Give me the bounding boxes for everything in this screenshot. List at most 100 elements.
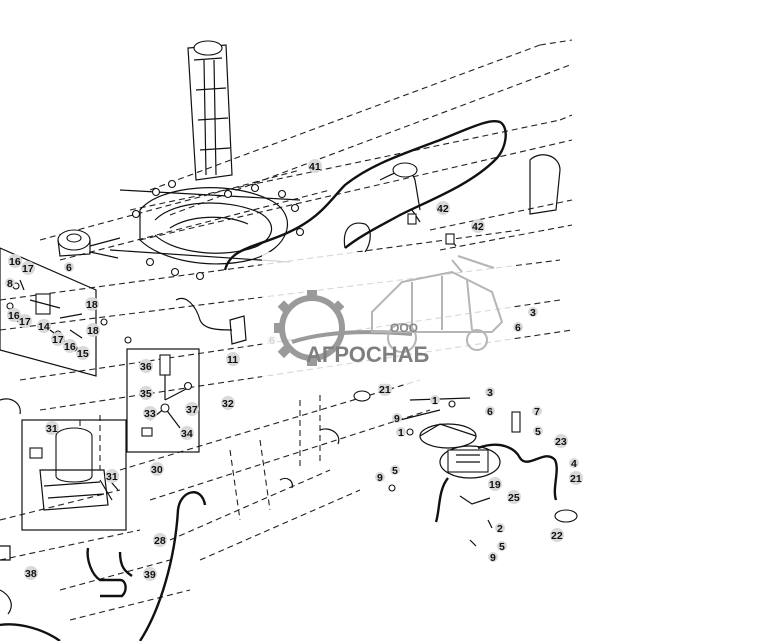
callout-c14: 14 [38, 321, 50, 333]
callout-bubble [18, 314, 32, 328]
callout-c16c: 16 [64, 341, 76, 353]
callout-c21a: 21 [379, 384, 391, 396]
callout-c7: 7 [534, 406, 540, 418]
callout-c37: 37 [186, 404, 198, 416]
callout-c35: 35 [140, 388, 152, 400]
callout-c41: 41 [309, 161, 321, 173]
callout-c16a: 16 [9, 256, 21, 268]
callout-c9b: 9 [377, 472, 383, 484]
callout-c32: 32 [222, 398, 234, 410]
callout-c25: 25 [508, 492, 520, 504]
callout-c19: 19 [489, 479, 501, 491]
watermark: ООО АГРОСНАБ u [262, 252, 512, 384]
callout-c3a: 3 [530, 307, 536, 319]
harness-41 [223, 119, 507, 271]
callout-bubble [532, 406, 542, 416]
callout-bubble [533, 426, 543, 436]
callout-bubble [105, 469, 119, 483]
callout-c39: 39 [144, 569, 156, 581]
callout-c5c: 5 [499, 541, 505, 553]
callout-c5b: 5 [392, 465, 398, 477]
lower-left-parts [0, 398, 207, 641]
detail-box-pump [21, 419, 127, 531]
callout-c17a: 17 [22, 263, 34, 275]
callout-c36: 36 [140, 361, 152, 373]
callout-c18a: 18 [86, 299, 98, 311]
callout-c33: 33 [144, 408, 156, 420]
callout-bubble [495, 523, 505, 533]
combine-harvester-icon [371, 255, 504, 353]
callout-c9a: 9 [394, 413, 400, 425]
bolts [100, 179, 305, 344]
callout-bubble [143, 567, 157, 581]
callout-c31a: 31 [46, 423, 58, 435]
callout-bubble [396, 427, 406, 437]
callout-bubble [139, 359, 153, 373]
callout-c34: 34 [181, 428, 193, 440]
callout-bubble [390, 465, 400, 475]
callout-c38: 38 [25, 568, 37, 580]
callout-bubble [139, 386, 153, 400]
support-column [187, 40, 233, 181]
callout-bubble [392, 413, 402, 423]
callout-c17c: 17 [52, 334, 64, 346]
callout-bubble [21, 261, 35, 275]
callout-bubble [226, 352, 240, 366]
callout-c6a: 6 [66, 262, 72, 274]
callout-bubble [513, 322, 523, 332]
callout-bubble [430, 395, 440, 405]
watermark-logo: ООО АГРОСНАБ u [274, 255, 504, 367]
callout-bubble [153, 533, 167, 547]
right-assembly [353, 390, 578, 547]
callout-bubble [143, 406, 157, 420]
callout-bubble [24, 566, 38, 580]
callout-bubble [7, 308, 21, 322]
callout-bubble [488, 552, 498, 562]
callout-c23: 23 [555, 436, 567, 448]
callout-bubble [569, 471, 583, 485]
callout-c22: 22 [551, 530, 563, 542]
callout-bubble [180, 426, 194, 440]
callout-bubble [63, 339, 77, 353]
callout-bubble [497, 541, 507, 551]
callout-bubble [528, 307, 538, 317]
detail-box-sensors [126, 348, 200, 453]
callout-bubble [378, 382, 392, 396]
callout-c8: 8 [7, 278, 13, 290]
callout-c5a: 5 [535, 426, 541, 438]
callout-bubble [488, 477, 502, 491]
callout-bubble [45, 421, 59, 435]
callout-bubble [221, 396, 235, 410]
callout-c17b: 17 [19, 316, 31, 328]
watermark-company-name: АГРОСНАБ [306, 342, 430, 367]
callout-bubble [150, 462, 164, 476]
callout-bubble [554, 434, 568, 448]
callout-bubble [485, 406, 495, 416]
callout-c42b: 42 [472, 221, 484, 233]
callout-bubble [569, 458, 579, 468]
callout-bubble [86, 323, 100, 337]
callout-bubble [550, 528, 564, 542]
callout-bubble [8, 254, 22, 268]
callout-bubble [507, 490, 521, 504]
callout-c9c: 9 [490, 552, 496, 564]
brackets [175, 154, 561, 489]
callout-bubble [37, 319, 51, 333]
callout-c2: 2 [497, 523, 503, 535]
callout-c15: 15 [77, 348, 89, 360]
callout-c31b: 31 [106, 471, 118, 483]
callout-c42a: 42 [437, 203, 449, 215]
callout-bubble [5, 278, 15, 288]
callout-bubble [485, 387, 495, 397]
axle-housing [109, 187, 301, 265]
callout-bubble [51, 332, 65, 346]
callout-c6c: 6 [515, 322, 521, 334]
callout-bubble [185, 402, 199, 416]
callout-bubble [64, 262, 74, 272]
callout-c30: 30 [151, 464, 163, 476]
callout-c16b: 16 [8, 310, 20, 322]
callout-bubble [471, 219, 485, 233]
callout-c1a: 1 [432, 395, 438, 407]
